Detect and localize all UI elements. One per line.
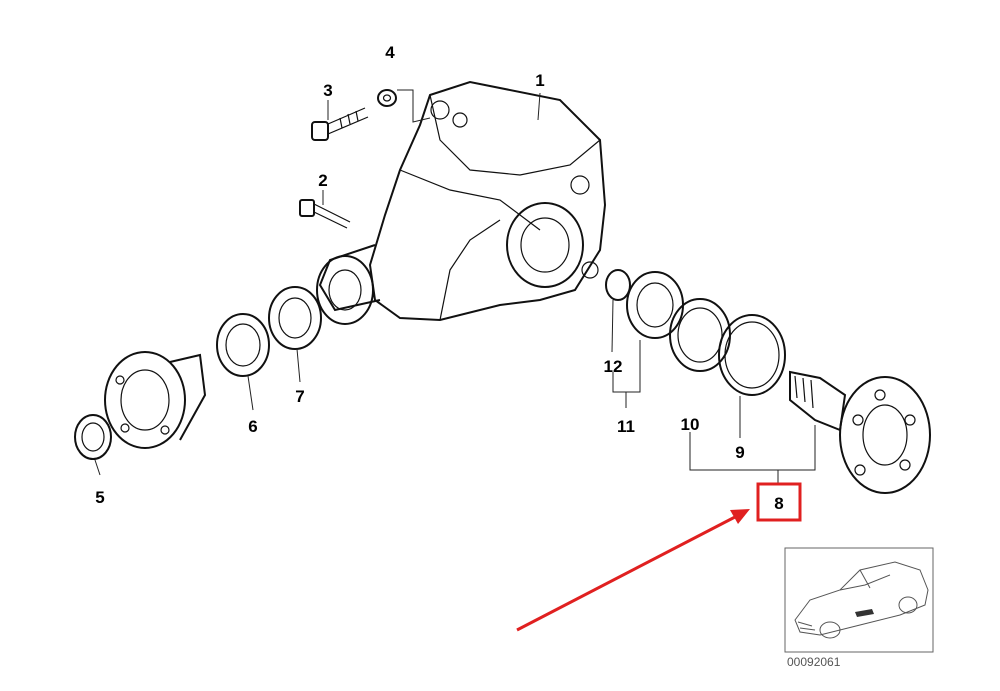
callout-10: 10: [681, 415, 700, 434]
callout-9: 9: [735, 443, 744, 462]
callout-5: 5: [95, 488, 104, 507]
callout-12: 12: [604, 357, 623, 376]
callout-7: 7: [295, 387, 304, 406]
highlight-arrow: [516, 509, 750, 632]
bolt-2: [299, 199, 351, 229]
input-flange: [104, 351, 207, 449]
callout-2: 2: [318, 171, 327, 190]
bearing-ring: [626, 271, 684, 339]
leader-lines: [94, 89, 816, 484]
seal-ring-6: [216, 313, 270, 377]
vehicle-thumbnail: 00092061: [784, 547, 934, 669]
highlight-callout-8: 8: [756, 482, 802, 522]
seal-5: [74, 414, 112, 460]
output-shaft-8: [789, 370, 931, 494]
callout-3: 3: [323, 81, 332, 100]
callout-4: 4: [385, 43, 395, 62]
thumbnail-reference-number: 00092061: [787, 655, 841, 669]
washer-4: [377, 89, 397, 107]
bolt-3: [311, 107, 369, 141]
callout-11: 11: [617, 417, 635, 436]
seal-10: [669, 298, 731, 372]
highlight-box: [756, 482, 802, 522]
callout-labels: 1 2 3 4 5 6 7 9 10 11 12: [95, 43, 744, 507]
callout-8: 8: [774, 494, 783, 513]
shim-9: [718, 314, 786, 396]
bearing-7: [268, 286, 322, 350]
callout-1: 1: [535, 71, 544, 90]
differential-housing: [316, 80, 607, 325]
callout-6: 6: [248, 417, 257, 436]
o-ring-12: [605, 269, 631, 301]
